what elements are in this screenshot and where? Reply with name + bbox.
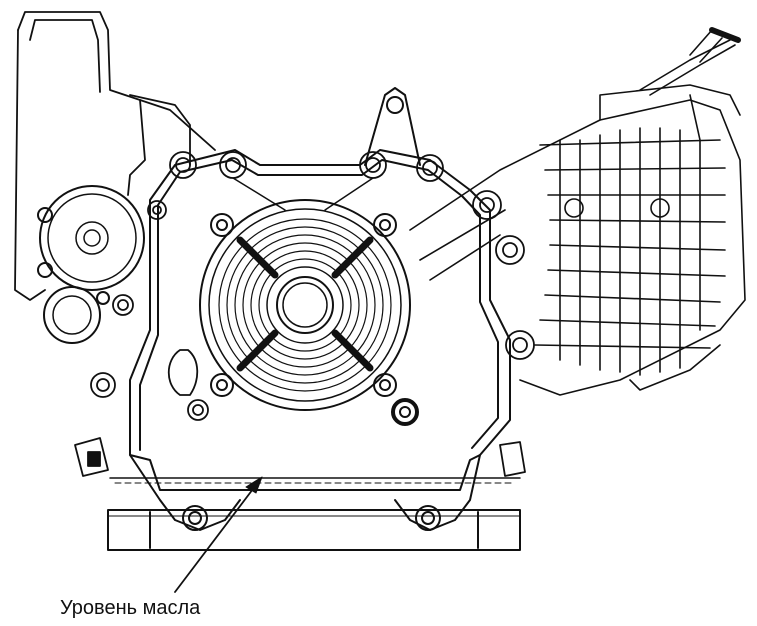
crankcase — [129, 87, 511, 531]
gear-housing — [37, 185, 145, 344]
oil-level-callout — [174, 476, 263, 593]
bearing-cover — [199, 177, 411, 411]
dipstick-loop — [167, 349, 199, 396]
oil-level-line — [109, 477, 521, 484]
mounting-base — [107, 509, 521, 551]
oil-level-label: Уровень масла — [60, 597, 201, 619]
cylinder-fins — [409, 27, 746, 396]
filler-tabs — [74, 437, 526, 477]
left-housing — [14, 11, 216, 301]
oil-drain-plug — [391, 398, 419, 426]
